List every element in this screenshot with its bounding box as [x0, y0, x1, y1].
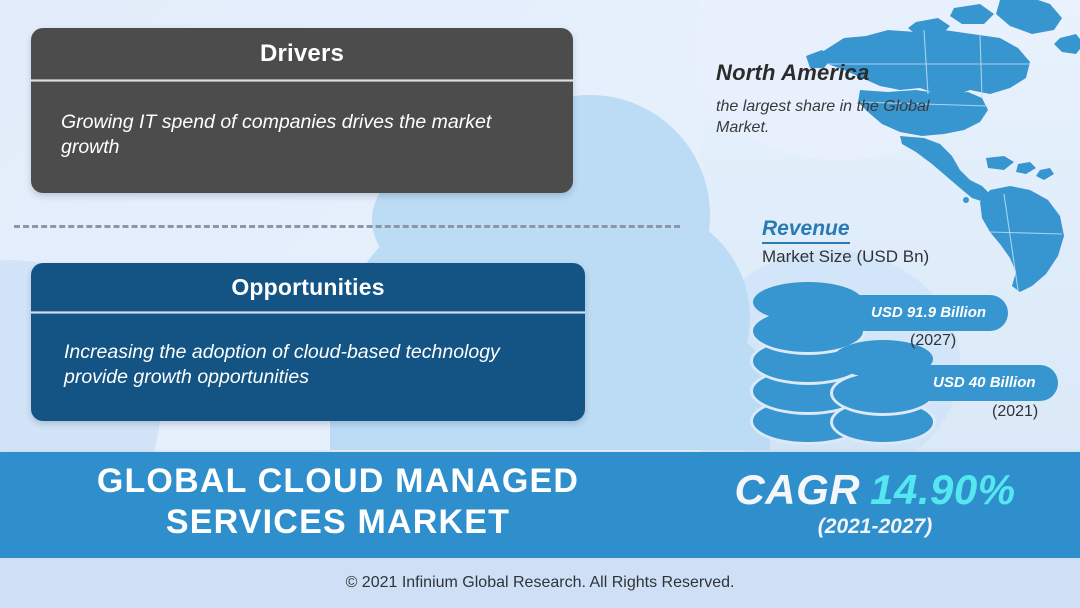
drivers-heading: Drivers — [259, 40, 345, 67]
cagr-years: (2021-2027) — [817, 515, 933, 538]
footer-bar: © 2021 Infinium Global Research. All Rig… — [0, 558, 1080, 608]
region-subtitle: the largest share in the Global Market. — [716, 98, 930, 137]
revenue-year-2021: (2021) — [992, 403, 1039, 420]
revenue-pill-2021: USD 40 Billion — [907, 365, 1058, 401]
cagr-value: 14.90% — [870, 466, 1016, 513]
opportunities-heading: Opportunities — [231, 274, 385, 300]
opportunities-text: Increasing the adoption of cloud-based t… — [64, 341, 500, 389]
section-divider — [14, 225, 680, 228]
drivers-divider — [31, 79, 573, 82]
cagr-label: CAGR — [734, 466, 861, 513]
world-map-icon — [804, 0, 1080, 294]
revenue-subtitle: Market Size (USD Bn) — [762, 247, 930, 266]
drivers-card: Drivers Growing IT spend of companies dr… — [31, 28, 573, 193]
region-title: North America — [716, 60, 870, 85]
opportunities-divider — [31, 311, 585, 314]
drivers-text: Growing IT spend of companies drives the… — [61, 111, 492, 159]
revenue-pill-2027: USD 91.9 Billion — [845, 295, 1009, 331]
opportunities-card: Opportunities Increasing the adoption of… — [31, 263, 585, 421]
revenue-title: Revenue — [762, 217, 850, 244]
page-title: GLOBAL CLOUD MANAGED SERVICES MARKET — [96, 462, 580, 542]
title-banner: GLOBAL CLOUD MANAGED SERVICES MARKET CAG… — [0, 452, 1080, 558]
copyright-text: © 2021 Infinium Global Research. All Rig… — [345, 574, 735, 591]
revenue-year-2027: (2027) — [910, 332, 957, 349]
